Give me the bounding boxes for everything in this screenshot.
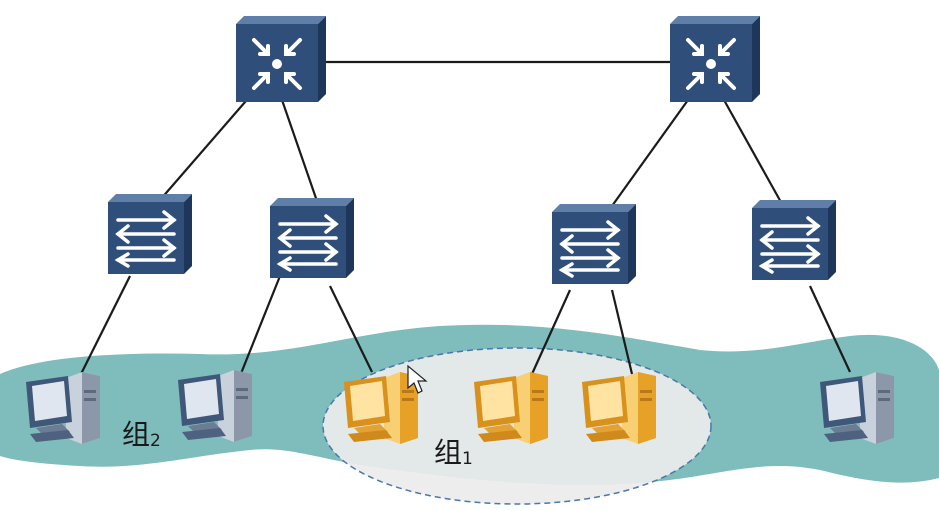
core-switch-icon bbox=[668, 14, 762, 104]
group1-label-sub: 1 bbox=[462, 449, 473, 469]
link-core1-access1 bbox=[159, 93, 253, 201]
access-switch-icon bbox=[750, 198, 838, 282]
mouse-pointer-icon bbox=[407, 364, 428, 394]
link-access2-pc3 bbox=[329, 285, 373, 373]
link-access4-pc6 bbox=[809, 285, 851, 373]
access-switch-icon bbox=[268, 196, 356, 280]
group2-label: 组2 bbox=[122, 418, 161, 451]
group1-label: 组1 bbox=[434, 436, 473, 469]
link-core1-access2 bbox=[280, 99, 320, 205]
link-access3-pc4 bbox=[530, 289, 572, 375]
link-core2-access4 bbox=[723, 99, 783, 205]
link-access2-pc2 bbox=[238, 275, 282, 377]
link-access3-pc5 bbox=[610, 289, 634, 375]
link-access1-pc1 bbox=[79, 275, 131, 377]
link-core2-access3 bbox=[611, 99, 689, 207]
access-switch-icon bbox=[550, 202, 638, 286]
links bbox=[79, 60, 851, 377]
group2-label-sub: 2 bbox=[150, 431, 161, 451]
core-switch-icon bbox=[234, 14, 328, 104]
group1-label-main: 组 bbox=[434, 436, 462, 469]
group2-label-main: 组 bbox=[122, 418, 150, 451]
access-switch-icon bbox=[106, 192, 194, 276]
